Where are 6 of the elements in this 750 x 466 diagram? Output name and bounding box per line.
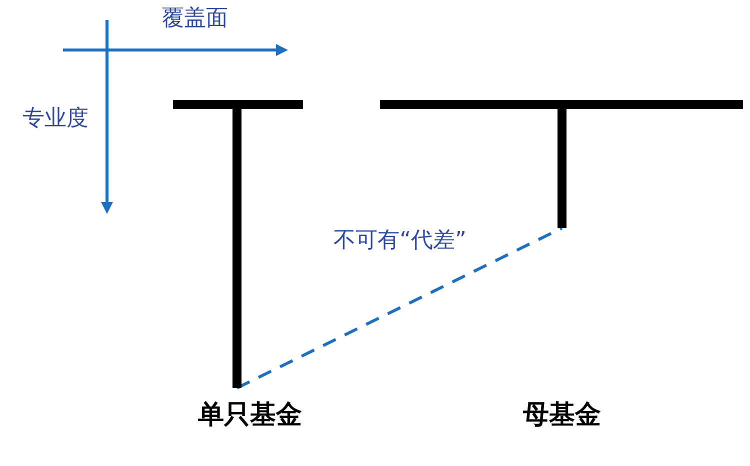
caption-text: 母基金	[522, 402, 602, 428]
axis-label: 覆盖面	[161, 8, 229, 30]
dashed-connector	[236, 226, 563, 390]
caption-text: 单只基金	[197, 402, 303, 428]
edge-label: 不可有“代差”	[332, 230, 468, 252]
axis-label: 专业度	[22, 108, 90, 130]
